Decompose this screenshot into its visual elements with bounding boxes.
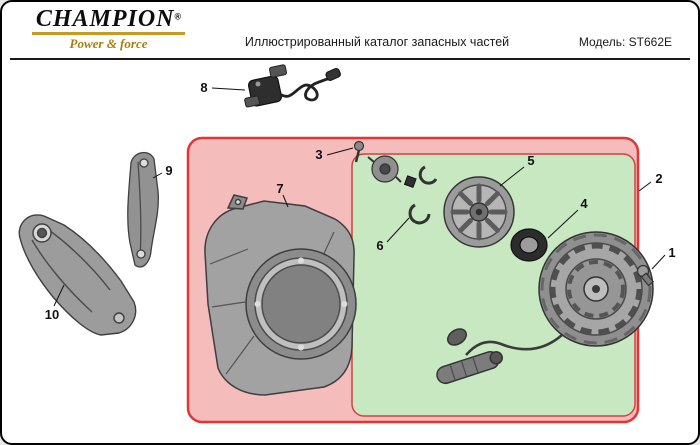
part-7-drawing (204, 194, 357, 396)
callout-4-leader (547, 209, 579, 239)
part-1-drawing (636, 264, 655, 287)
callout-5-label: 5 (527, 153, 534, 168)
model-label: Модель: ST662E (578, 35, 672, 49)
callout-5-leader (499, 166, 525, 187)
callout-1-leader (651, 254, 666, 270)
callout-6-label: 6 (376, 238, 383, 253)
callout-2-label: 2 (655, 171, 662, 186)
callouts: 1 2 3 4 5 6 7 8 9 10 (45, 80, 676, 322)
part-8-drawing (244, 64, 341, 108)
part-6-drawing (403, 165, 438, 225)
champion-logo: CHAMPION® Power & force (26, 7, 191, 50)
part-3-drawing (353, 140, 402, 183)
part-4-drawing (510, 228, 548, 262)
callout-8-label: 8 (200, 80, 207, 95)
part-2-drawing (436, 231, 654, 385)
callout-6-leader (386, 217, 410, 243)
callout-1-label: 1 (668, 245, 675, 260)
starter-handle (436, 351, 503, 385)
callout-10-leader (53, 284, 65, 307)
starter-rope (465, 334, 563, 356)
callout-7-label: 7 (276, 181, 283, 196)
rope-guide (446, 328, 468, 346)
callout-9-label: 9 (165, 163, 172, 178)
part-10-drawing (18, 214, 137, 336)
callout-9-leader (152, 172, 163, 179)
callout-8-leader (211, 87, 246, 91)
logo-underline (32, 32, 185, 35)
callout-7-leader (282, 194, 289, 208)
catalog-title: Иллюстрированный каталог запасных частей (244, 35, 510, 49)
brand-tagline: Power & force (69, 36, 148, 51)
part-9-drawing (127, 151, 160, 268)
brand-line: CHAMPION® (26, 7, 191, 31)
callout-2-leader (638, 181, 652, 192)
callout-10-label: 10 (45, 307, 59, 322)
callout-3-leader (326, 147, 354, 156)
part-5-drawing (443, 176, 515, 248)
header-divider (10, 58, 690, 60)
registered-trademark-icon: ® (174, 11, 182, 22)
brand-name: CHAMPION (35, 6, 175, 32)
callout-4-label: 4 (580, 196, 588, 211)
callout-3-label: 3 (315, 147, 322, 162)
